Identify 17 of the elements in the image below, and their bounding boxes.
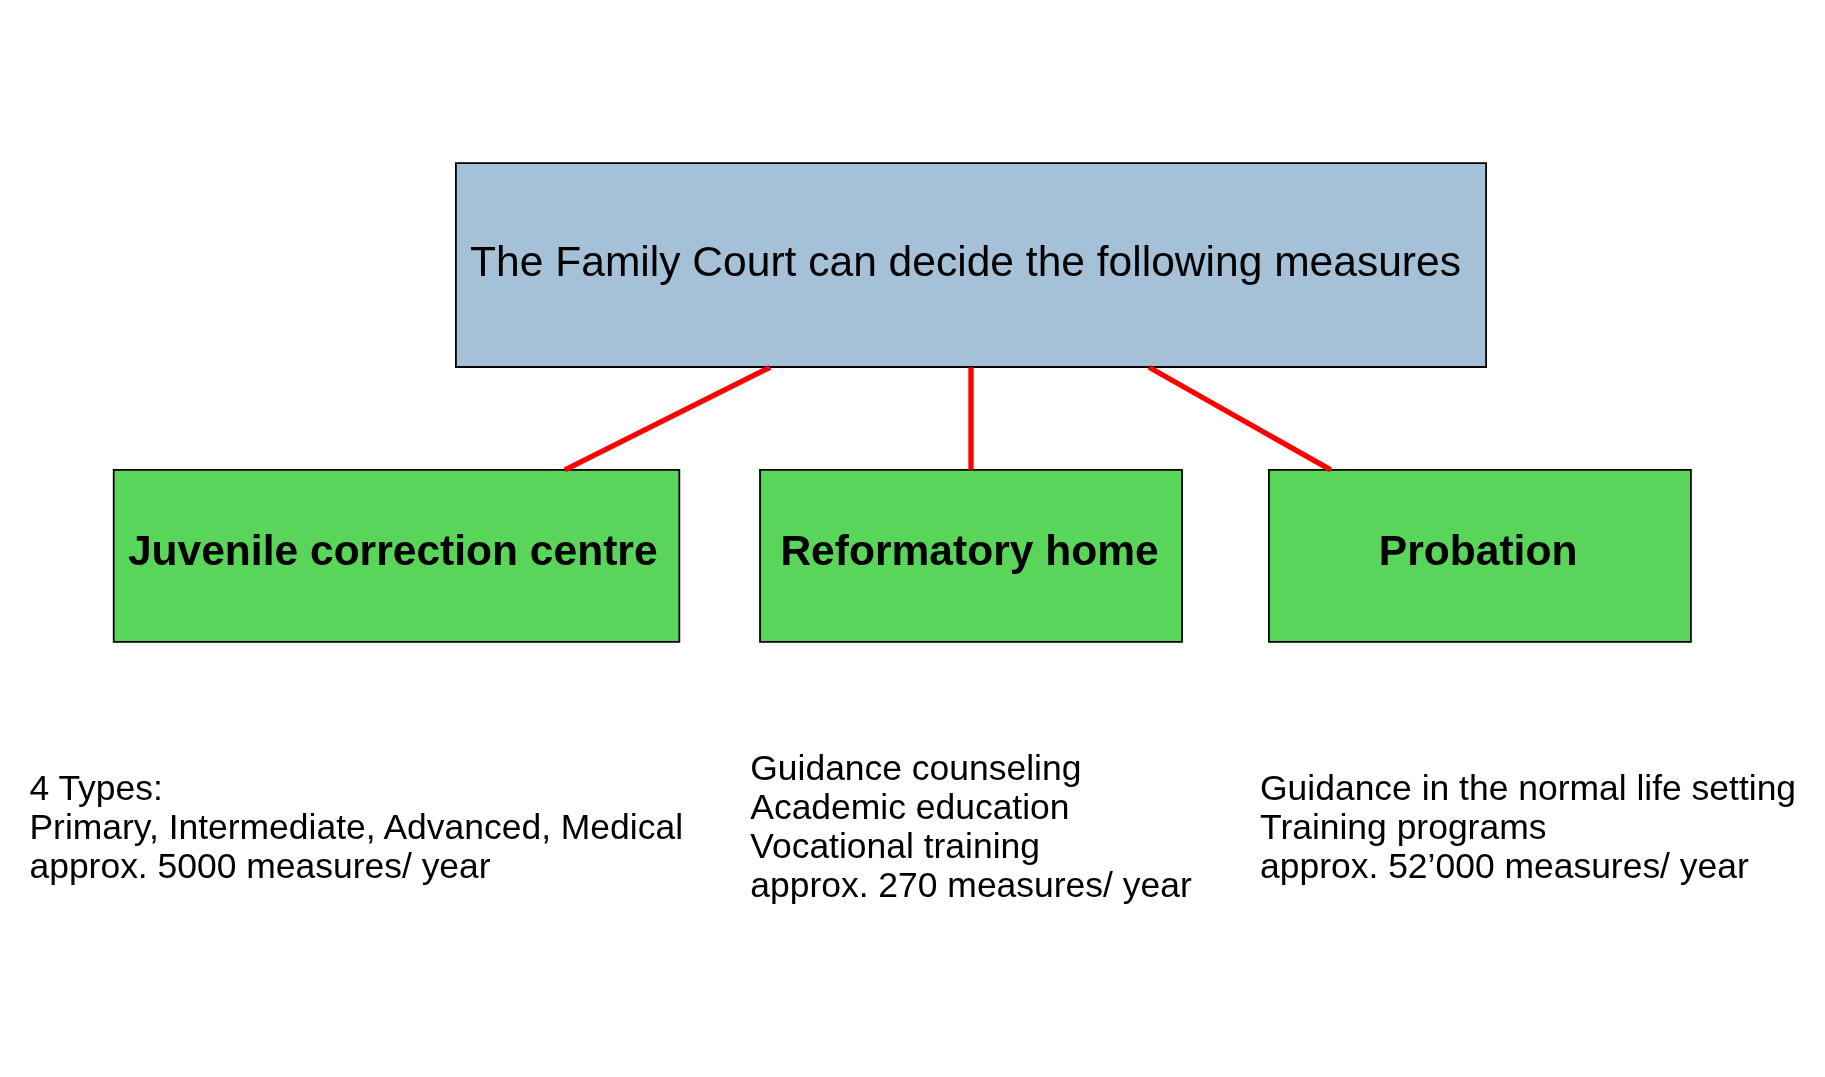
connector (968, 366, 974, 470)
node-label: Training programs (1260, 806, 1547, 847)
node-label: 4 Types: (29, 767, 163, 808)
node-box: Juvenile correction centre (112, 468, 681, 643)
connector (1147, 364, 1332, 472)
node-label: approx. 270 measures/ year (750, 864, 1192, 905)
node-box: The Family Court can decide the following measures (455, 161, 1487, 368)
connector (563, 364, 772, 472)
node-label: Vocational training (750, 825, 1041, 866)
node-label: Primary, Intermediate, Advanced, Medical (29, 806, 684, 847)
node-box: Probation (1268, 468, 1692, 643)
node-label: approx. 52’000 measures/ year (1260, 845, 1749, 886)
node-label: Guidance in the normal life setting (1260, 767, 1797, 808)
node-label: Guidance counseling (750, 747, 1082, 788)
node-box: Reformatory home (759, 468, 1183, 643)
node-label: approx. 5000 measures/ year (29, 845, 491, 886)
node-label: Academic education (750, 786, 1070, 827)
